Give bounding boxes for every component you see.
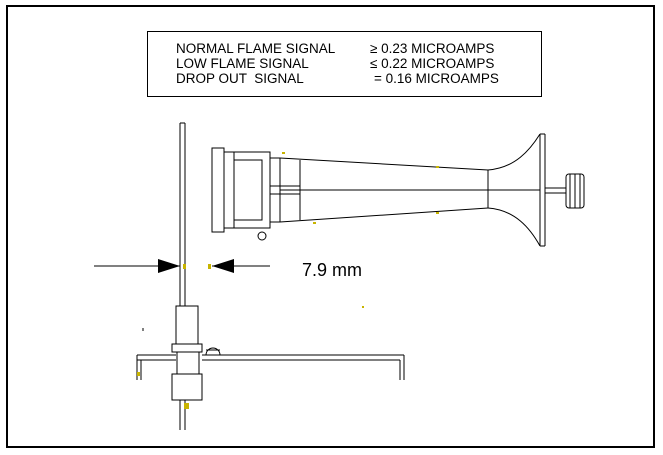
right-arrowhead <box>212 259 234 273</box>
sensor-insulator <box>171 305 203 430</box>
spec-label-dropout: DROP OUT SIGNAL <box>176 71 304 86</box>
spec-label-low: LOW FLAME SIGNAL <box>176 56 309 71</box>
spec-value-low: ≤ 0.22 MICROAMPS <box>370 56 495 71</box>
gap-dimension-label: 7.9 mm <box>302 260 363 280</box>
spec-value-normal: ≥ 0.23 MICROAMPS <box>370 41 495 56</box>
mounting-bracket <box>136 328 405 380</box>
spec-row-normal: NORMAL FLAME SIGNAL ≥ 0.23 MICROAMPS <box>176 41 494 101</box>
flame-sensor-rod <box>179 122 186 306</box>
highlight-marks <box>137 152 439 409</box>
burner-tube <box>211 133 585 247</box>
spec-row-dropout: DROP OUT SIGNAL = 0.16 MICROAMPS <box>176 71 499 131</box>
left-arrowhead <box>158 259 180 273</box>
spec-value-dropout: = 0.16 MICROAMPS <box>374 71 499 86</box>
flame-signal-spec-box: NORMAL FLAME SIGNAL ≥ 0.23 MICROAMPS LOW… <box>147 31 542 97</box>
spec-row-low: LOW FLAME SIGNAL ≤ 0.22 MICROAMPS <box>176 56 494 116</box>
spec-label-normal: NORMAL FLAME SIGNAL <box>176 41 336 56</box>
